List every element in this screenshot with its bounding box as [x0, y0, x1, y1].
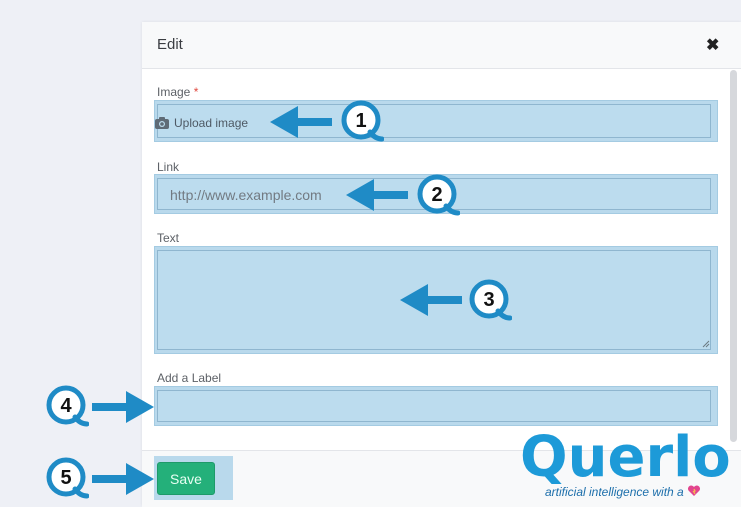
arrow-left-icon: [270, 106, 332, 138]
modal-header: Edit ✖: [142, 22, 741, 69]
arrow-left-icon: [346, 179, 408, 211]
modal-title: Edit: [157, 36, 183, 53]
callout-number-1: 1: [355, 110, 366, 132]
callout-badge-3: 3: [469, 279, 512, 321]
callout-badge-1: 1: [341, 100, 384, 142]
callout-badge-4: 4: [46, 385, 89, 427]
link-label: Link: [157, 160, 180, 174]
callout-badge-2: 2: [417, 174, 460, 216]
upload-image-control[interactable]: Upload image: [154, 116, 248, 130]
image-label: Image *: [157, 85, 198, 99]
upload-image-label: Upload image: [174, 116, 249, 130]
modal-footer: [142, 450, 741, 507]
resize-handle-icon[interactable]: [702, 340, 710, 348]
callout-number-2: 2: [431, 184, 442, 206]
add-label-label: Add a Label: [157, 371, 222, 385]
callout-badge-5: 5: [46, 457, 89, 499]
image-label-text: Image: [157, 85, 191, 99]
upload-image-button[interactable]: [157, 104, 711, 138]
callout-number-5: 5: [60, 467, 71, 489]
tagline-text: artificial intelligence with a: [545, 485, 684, 499]
edit-modal: Edit ✖ Image * Upload image Link http://…: [142, 22, 741, 507]
required-mark: *: [193, 85, 199, 99]
callout-number-4: 4: [60, 395, 72, 417]
save-button[interactable]: Save: [157, 462, 215, 495]
arrow-right-icon: [92, 391, 154, 423]
link-placeholder: http://www.example.com: [170, 187, 322, 203]
arrow-left-icon: [400, 284, 462, 316]
tagline: artificial intelligence with a: [545, 485, 701, 499]
querlo-logo: Querlo: [520, 425, 731, 490]
scrollbar[interactable]: [730, 70, 737, 442]
callout-number-3: 3: [483, 289, 494, 311]
text-label: Text: [157, 231, 180, 245]
close-icon[interactable]: ✖: [706, 37, 720, 54]
heart-icon: [688, 485, 701, 496]
arrow-right-icon: [92, 463, 154, 495]
label-input[interactable]: [157, 390, 711, 422]
camera-icon: [155, 117, 169, 129]
